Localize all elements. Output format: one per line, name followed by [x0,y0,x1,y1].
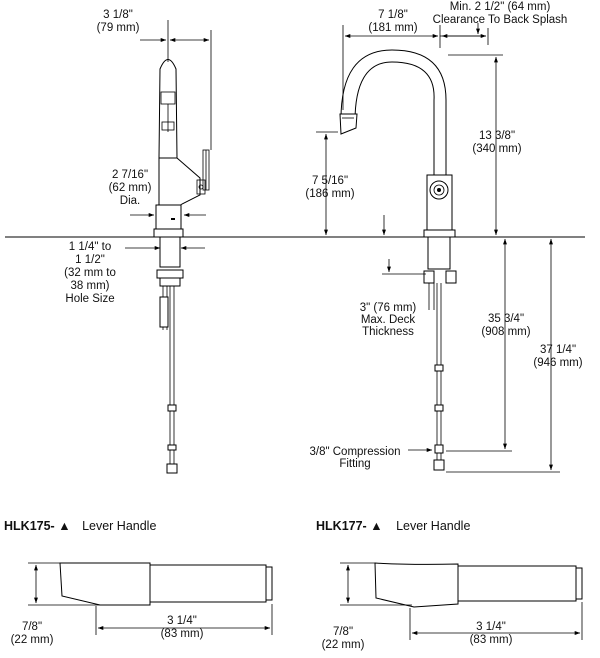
front-view-faucet [339,49,457,471]
clearance-label: Clearance To Back Splash [433,14,568,26]
handle-hlk177: HLK177- ▲ Lever Handle 7/8" (22 mm) 3 1/… [316,519,583,651]
dim-overall-height: 13 3/8" (340 mm) [448,54,522,236]
deck-thickness-value: 3" (76 mm) [360,302,417,314]
handle-1-length-metric: (83 mm) [161,628,204,640]
dim-compression-fitting: 3/8" Compression Fitting [309,446,433,470]
handle-1-model: HLK175- [4,519,55,533]
hole-size-line3: (32 mm to [64,267,116,279]
handle-2-model: HLK177- [316,519,367,533]
clearance-value: Min. 2 1/2" (64 mm) [450,1,551,13]
hole-size-line4: 38 mm) [71,280,110,292]
hole-size-line1: 1 1/4" to [69,241,111,253]
handle-2-marker: ▲ [370,519,382,533]
hole-size-line5: Hole Size [65,293,114,305]
spout-height-metric: (186 mm) [305,188,354,200]
overall-height-metric: (340 mm) [472,143,521,155]
dim-hole-size: 1 1/4" to 1 1/2" (32 mm to 38 mm) Hole S… [64,241,205,305]
handle-2-height-metric: (22 mm) [322,639,365,651]
handle-2-name: Lever Handle [396,519,470,533]
dim-below-deck-b: 37 1/4" (946 mm) [446,238,583,473]
fitting-label: Fitting [339,458,370,470]
base-dia-metric: (62 mm) [109,182,152,194]
dim-clearance: Min. 2 1/2" (64 mm) Clearance To Back Sp… [433,1,568,45]
spout-height-imperial: 7 5/16" [312,175,348,187]
handle-2-length-metric: (83 mm) [470,634,513,646]
svg-text:HLK177- ▲ Lever Ha: HLK177- ▲ Lever Handle [316,519,470,533]
dim-spout-reach: 7 1/8" (181 mm) [342,9,441,110]
width-metric: (79 mm) [97,22,140,34]
reach-imperial: 7 1/8" [378,9,408,21]
handle-1-height-metric: (22 mm) [11,634,54,646]
base-dia-imperial: 2 7/16" [112,169,148,181]
side-view-faucet [153,59,210,474]
deck-thickness-label2: Thickness [362,326,414,338]
handle-1-height-imperial: 7/8" [22,621,42,633]
overall-height-imperial: 13 3/8" [479,130,515,142]
handle-1-name: Lever Handle [82,519,156,533]
handle-2-length-imperial: 3 1/4" [476,621,506,633]
svg-text:HLK175- ▲ Lever Ha: HLK175- ▲ Lever Handle [4,519,156,533]
fitting-size: 3/8" Compression [309,446,400,458]
below-deck-b-metric: (946 mm) [533,357,582,369]
reach-metric: (181 mm) [368,22,417,34]
handle-2-height-imperial: 7/8" [333,626,353,638]
dim-side-width: 3 1/8" (79 mm) [97,9,212,150]
deck-thickness-label1: Max. Deck [361,314,416,326]
dim-base-diameter: 2 7/16" (62 mm) Dia. [109,169,206,217]
below-deck-a-metric: (908 mm) [481,326,530,338]
handle-hlk175: HLK175- ▲ Lever Handle 7/8" (22 mm) 3 1/… [4,519,273,646]
handle-1-length-imperial: 3 1/4" [167,615,197,627]
width-imperial: 3 1/8" [103,9,133,21]
dim-spout-height: 7 5/16" (186 mm) [305,131,386,236]
below-deck-b-imperial: 37 1/4" [540,344,576,356]
dim-below-deck-a: 35 3/4" (908 mm) [446,238,531,452]
hole-size-line2: 1 1/2" [75,254,105,266]
dim-deck-thickness: 3" (76 mm) Max. Deck Thickness [360,259,426,338]
handle-1-marker: ▲ [58,519,70,533]
base-dia-label: Dia. [120,195,140,207]
below-deck-a-imperial: 35 3/4" [488,313,524,325]
